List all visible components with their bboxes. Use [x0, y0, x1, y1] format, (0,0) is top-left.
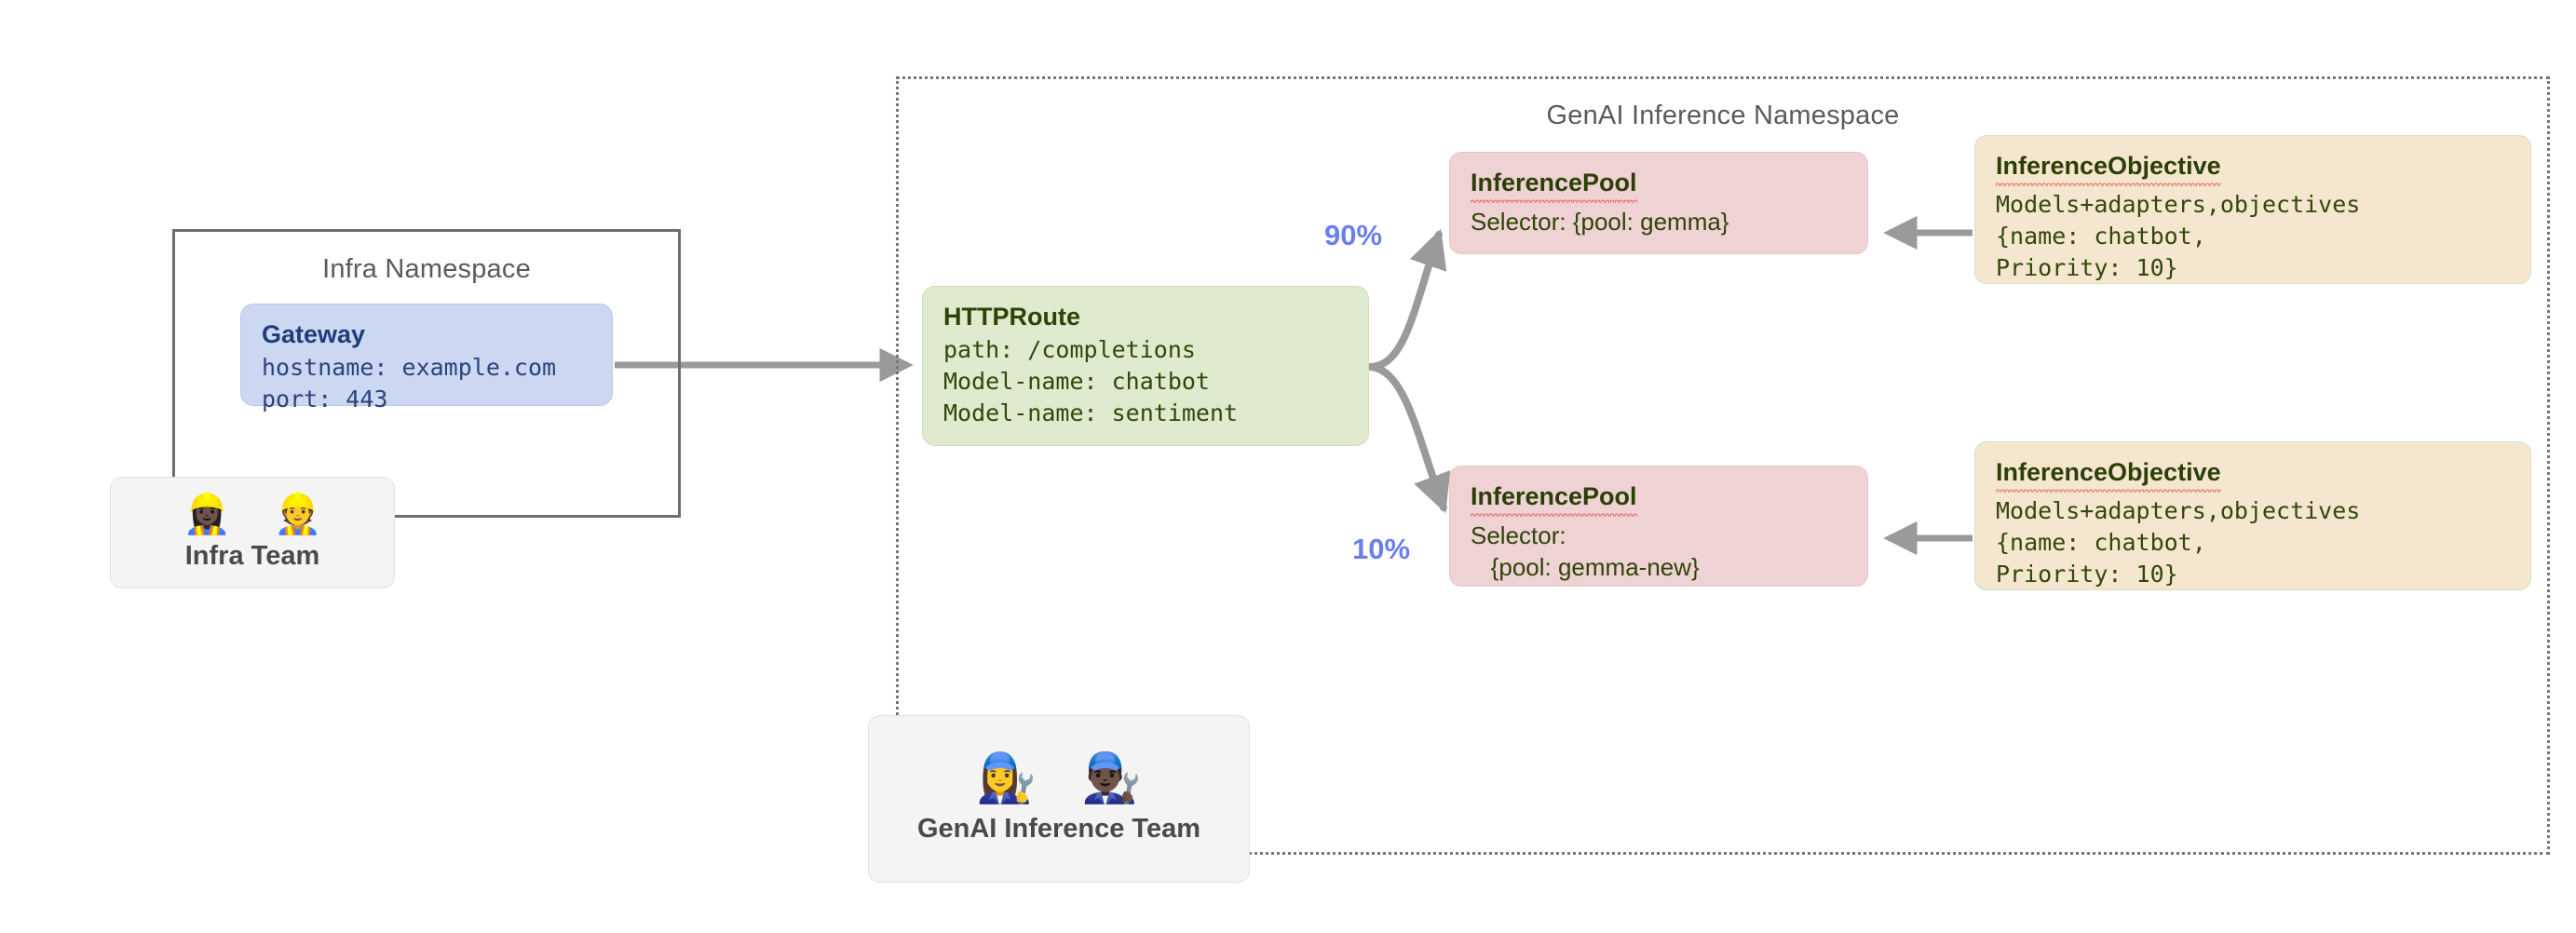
genai-namespace-boundary: GenAI Inference Namespace	[896, 76, 2550, 855]
infra-team-card[interactable]: 👷🏿‍♀️ 👷 Infra Team	[110, 477, 395, 588]
inferencepool-gemma-title: InferencePool	[1471, 168, 1849, 203]
inferenceobjective-top-line-models: Models+adapters,objectives	[1996, 190, 2361, 218]
construction-worker-icon: 👷🏿‍♀️ 👷	[183, 490, 337, 536]
traffic-weight-90-label: 90%	[1324, 219, 1383, 251]
inferenceobjective-top-line-name: {name: chatbot,	[1996, 222, 2206, 250]
spellcheck-underline: InferencePool	[1471, 482, 1637, 517]
inferenceobjective-bottom-line-name: {name: chatbot,	[1996, 528, 2206, 556]
inferenceobjective-top-line-priority: Priority: 10}	[1996, 253, 2178, 281]
httproute-line-model-sentiment: Model-name: sentiment	[943, 399, 1239, 426]
gateway-title: Gateway	[262, 320, 366, 348]
traffic-weight-10-label: 10%	[1352, 533, 1411, 565]
genai-team-card[interactable]: 👩‍🔧 👨🏿‍🔧 GenAI Inference Team	[868, 715, 1250, 883]
inferenceobjective-bottom-title: InferenceObjective	[1996, 457, 2512, 493]
inferencepool-gemma-new-selector-label: Selector:	[1471, 521, 1566, 549]
inferencepool-gemma-selector: Selector: {pool: gemma}	[1471, 207, 1729, 236]
inferencepool-gemma-card[interactable]: InferencePool Selector: {pool: gemma}	[1449, 152, 1868, 254]
gateway-card[interactable]: Gateway hostname: example.com port: 443	[240, 304, 613, 412]
httproute-title: HTTPRoute	[943, 303, 1080, 331]
inferenceobjective-bottom-line-models: Models+adapters,objectives	[1996, 496, 2361, 524]
inferenceobjective-bottom-line-priority: Priority: 10}	[1996, 560, 2178, 588]
inferenceobjective-top-title: InferenceObjective	[1996, 151, 2512, 186]
infra-namespace-boundary: Infra Namespace	[172, 229, 681, 518]
httproute-line-path: path: /completions	[943, 335, 1196, 363]
genai-team-label: GenAI Inference Team	[916, 813, 1201, 844]
infra-team-label: Infra Team	[184, 540, 320, 571]
httproute-card[interactable]: HTTPRoute path: /completions Model-name:…	[922, 286, 1369, 446]
mechanic-icon: 👩‍🔧 👨🏿‍🔧	[975, 750, 1158, 806]
httproute-line-model-chatbot: Model-name: chatbot	[943, 367, 1210, 395]
inferenceobjective-bottom-card[interactable]: InferenceObjective Models+adapters,objec…	[1974, 441, 2531, 590]
genai-namespace-title: GenAI Inference Namespace	[1546, 101, 1900, 130]
inferencepool-gemma-new-selector-value: {pool: gemma-new}	[1471, 552, 1700, 581]
gateway-line-port: port: 443	[262, 385, 388, 412]
spellcheck-underline: InferenceObjective	[1996, 458, 2221, 493]
gateway-line-hostname: hostname: example.com	[262, 353, 557, 381]
spellcheck-underline: InferenceObjective	[1996, 152, 2221, 186]
inferencepool-gemma-new-title: InferencePool	[1471, 481, 1849, 517]
inferenceobjective-top-card[interactable]: InferenceObjective Models+adapters,objec…	[1974, 135, 2531, 284]
inferencepool-gemma-new-card[interactable]: InferencePool Selector: {pool: gemma-new…	[1449, 466, 1868, 587]
spellcheck-underline: InferencePool	[1471, 169, 1637, 203]
infra-namespace-title: Infra Namespace	[322, 254, 531, 284]
